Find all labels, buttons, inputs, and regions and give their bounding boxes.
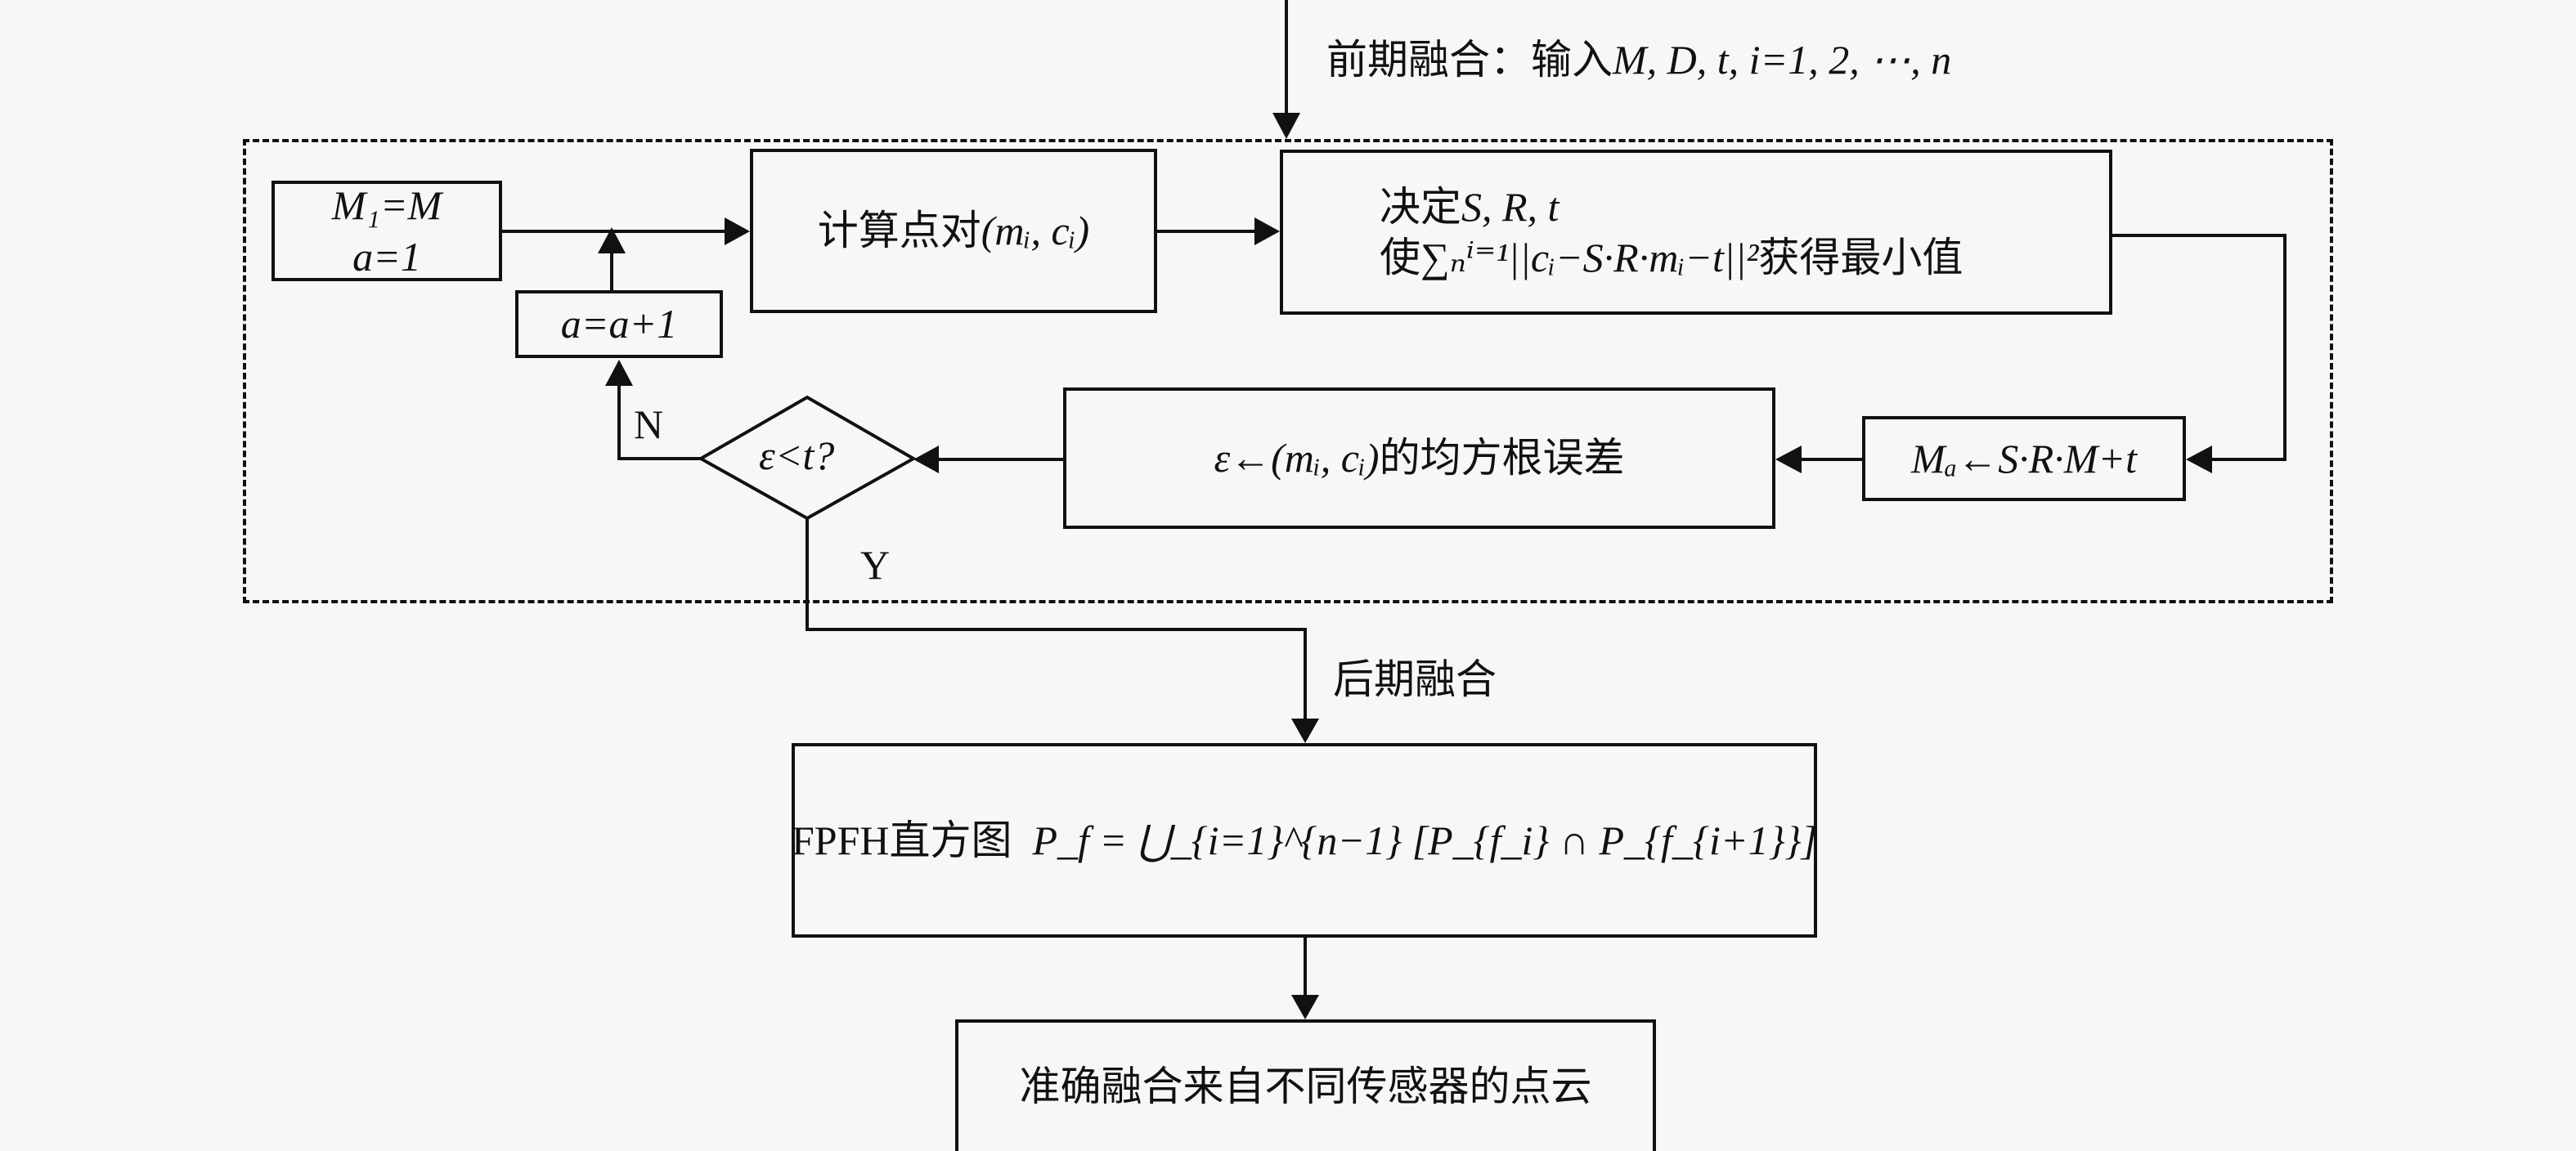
rmse-suffix: 的均方根误差 bbox=[1379, 435, 1625, 481]
decision-yes-branch bbox=[806, 518, 1307, 721]
yes-label: Y bbox=[860, 542, 891, 588]
input-label-prefix: 前期融合：输入 bbox=[1326, 37, 1613, 83]
init-box: M₁=M a=1 bbox=[272, 181, 502, 281]
input-label: 前期融合：输入M, D, t, i=1, 2, ⋯, n bbox=[1326, 34, 1951, 86]
determine-line1: 决定S, R, t bbox=[1380, 181, 1559, 233]
fpfh-text: FPFH直方图 P_f = ⋃_{i=1}^{n−1} [P_{f_i} ∩ P… bbox=[792, 815, 1817, 867]
compute-pairs-box: 计算点对(mᵢ, cᵢ) bbox=[750, 149, 1157, 313]
compute-pairs-formula: (mᵢ, cᵢ) bbox=[981, 208, 1090, 254]
init-line2: a=1 bbox=[352, 233, 421, 280]
result-box: 准确融合来自不同传感器的点云 bbox=[955, 1019, 1656, 1151]
fpfh-formula: P_f = ⋃_{i=1}^{n−1} [P_{f_i} ∩ P_{f_{i+1… bbox=[1032, 817, 1818, 863]
arrowhead bbox=[1272, 113, 1300, 139]
no-label: N bbox=[634, 401, 664, 447]
determine-line1-vars: S, R, t bbox=[1461, 183, 1560, 230]
determine-box: 决定S, R, t 使∑ₙⁱ⁼¹||cᵢ−S·R·mᵢ−t||²获得最小值 bbox=[1280, 150, 2112, 315]
arrowhead bbox=[1291, 995, 1319, 1019]
arrowhead bbox=[1254, 217, 1280, 245]
determine-line2-suffix: 获得最小值 bbox=[1758, 235, 1963, 280]
increment-box: a=a+1 bbox=[515, 290, 723, 358]
input-label-vars: M, D, t, i=1, 2, ⋯, n bbox=[1613, 37, 1952, 83]
arrowhead bbox=[725, 217, 750, 245]
arrowhead bbox=[2186, 446, 2212, 473]
result-text: 准确融合来自不同传感器的点云 bbox=[1019, 1064, 1592, 1110]
determine-line2-prefix: 使 bbox=[1380, 235, 1420, 280]
rmse-formula: ε←(mᵢ, cᵢ) bbox=[1214, 435, 1380, 481]
decision-text: ε<t? bbox=[759, 432, 835, 478]
compute-pairs-text: 计算点对(mᵢ, cᵢ) bbox=[818, 205, 1089, 257]
early-fusion-region bbox=[243, 139, 2333, 603]
decision-no-branch bbox=[617, 384, 701, 460]
decision-diamond bbox=[697, 395, 918, 521]
update-text: Mₐ←S·R·M+t bbox=[1910, 435, 2138, 481]
rmse-box: ε←(mᵢ, cᵢ)的均方根误差 bbox=[1063, 387, 1775, 529]
increment-text: a=a+1 bbox=[560, 301, 678, 347]
arrowhead bbox=[598, 227, 626, 253]
late-fusion-label: 后期融合 bbox=[1333, 656, 1497, 702]
determine-to-update bbox=[2112, 234, 2287, 461]
determine-line1-prefix: 决定 bbox=[1380, 183, 1461, 230]
arrowhead bbox=[1775, 446, 1802, 473]
fpfh-prefix: FPFH直方图 bbox=[791, 817, 1012, 863]
arrowhead bbox=[605, 360, 633, 386]
determine-line2-formula: ∑ₙⁱ⁼¹||cᵢ−S·R·mᵢ−t||² bbox=[1420, 235, 1759, 280]
arrowhead bbox=[1291, 719, 1319, 743]
update-box: Mₐ←S·R·M+t bbox=[1862, 416, 2186, 501]
determine-line2: 使∑ₙⁱ⁼¹||cᵢ−S·R·mᵢ−t||²获得最小值 bbox=[1380, 232, 1963, 284]
init-line1: M₁=M bbox=[331, 182, 442, 228]
fpfh-box: FPFH直方图 P_f = ⋃_{i=1}^{n−1} [P_{f_i} ∩ P… bbox=[792, 743, 1817, 938]
compute-pairs-prefix: 计算点对 bbox=[817, 208, 981, 254]
arrowhead bbox=[913, 446, 939, 473]
rmse-text: ε←(mᵢ, cᵢ)的均方根误差 bbox=[1214, 432, 1624, 484]
